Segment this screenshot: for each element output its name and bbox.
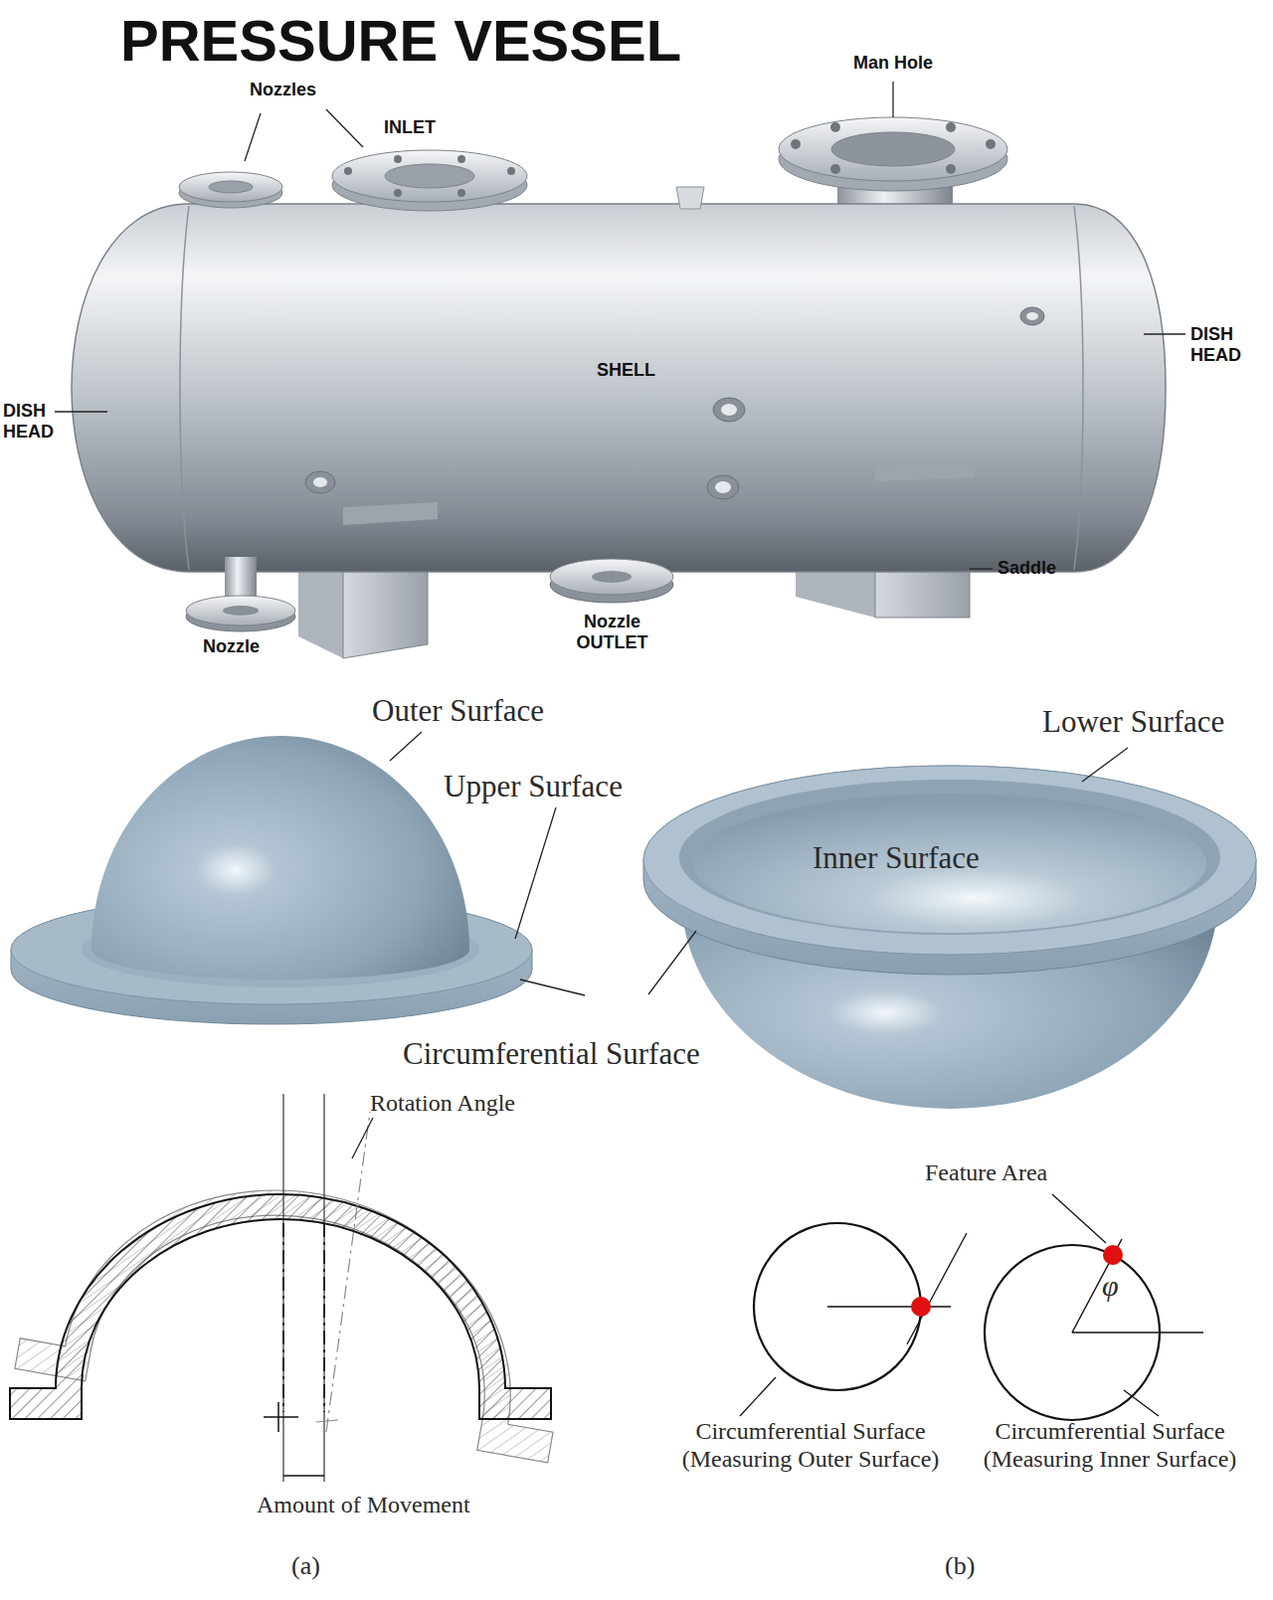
part-label: Man Hole	[853, 52, 933, 74]
part-label: DISH HEAD	[1190, 324, 1253, 365]
leader-line	[54, 81, 1186, 569]
part-label: Nozzles	[249, 79, 317, 101]
note-label: Rotation Angle	[369, 1090, 516, 1118]
part-label: DISH HEAD	[2, 400, 65, 442]
part-label: INLET	[383, 117, 436, 139]
surface-label: Inner Surface	[812, 840, 980, 877]
surface-label: Outer Surface	[371, 693, 545, 729]
note-label: Feature Area	[924, 1159, 1048, 1188]
part-label: Nozzle	[202, 636, 260, 658]
note-label: Amount of Movement	[256, 1491, 471, 1520]
part-label: SHELL	[596, 360, 656, 381]
section-drawing	[9, 1093, 587, 1482]
boss	[305, 307, 1045, 500]
circle-diagram	[739, 1194, 1204, 1421]
part-label: Saddle	[997, 557, 1057, 579]
note-label: Circumferential Surface (Measuring Inner…	[952, 1418, 1268, 1473]
bowl-head	[643, 765, 1257, 1109]
part-label: Nozzle OUTLET	[564, 611, 660, 653]
surface-label: Circumferential Surface	[402, 1036, 701, 1073]
leader-line	[389, 731, 1128, 996]
shell	[71, 203, 1166, 572]
flange	[179, 117, 1008, 211]
figure-label: (b)	[944, 1551, 975, 1582]
title: PRESSURE VESSEL	[120, 7, 682, 75]
surface-label: Lower Surface	[1042, 704, 1225, 740]
surface-label: Upper Surface	[443, 768, 623, 805]
figure-label: (a)	[291, 1551, 321, 1582]
note-label: Circumferential Surface (Measuring Outer…	[651, 1418, 970, 1473]
angle-symbol: φ	[1101, 1269, 1119, 1304]
